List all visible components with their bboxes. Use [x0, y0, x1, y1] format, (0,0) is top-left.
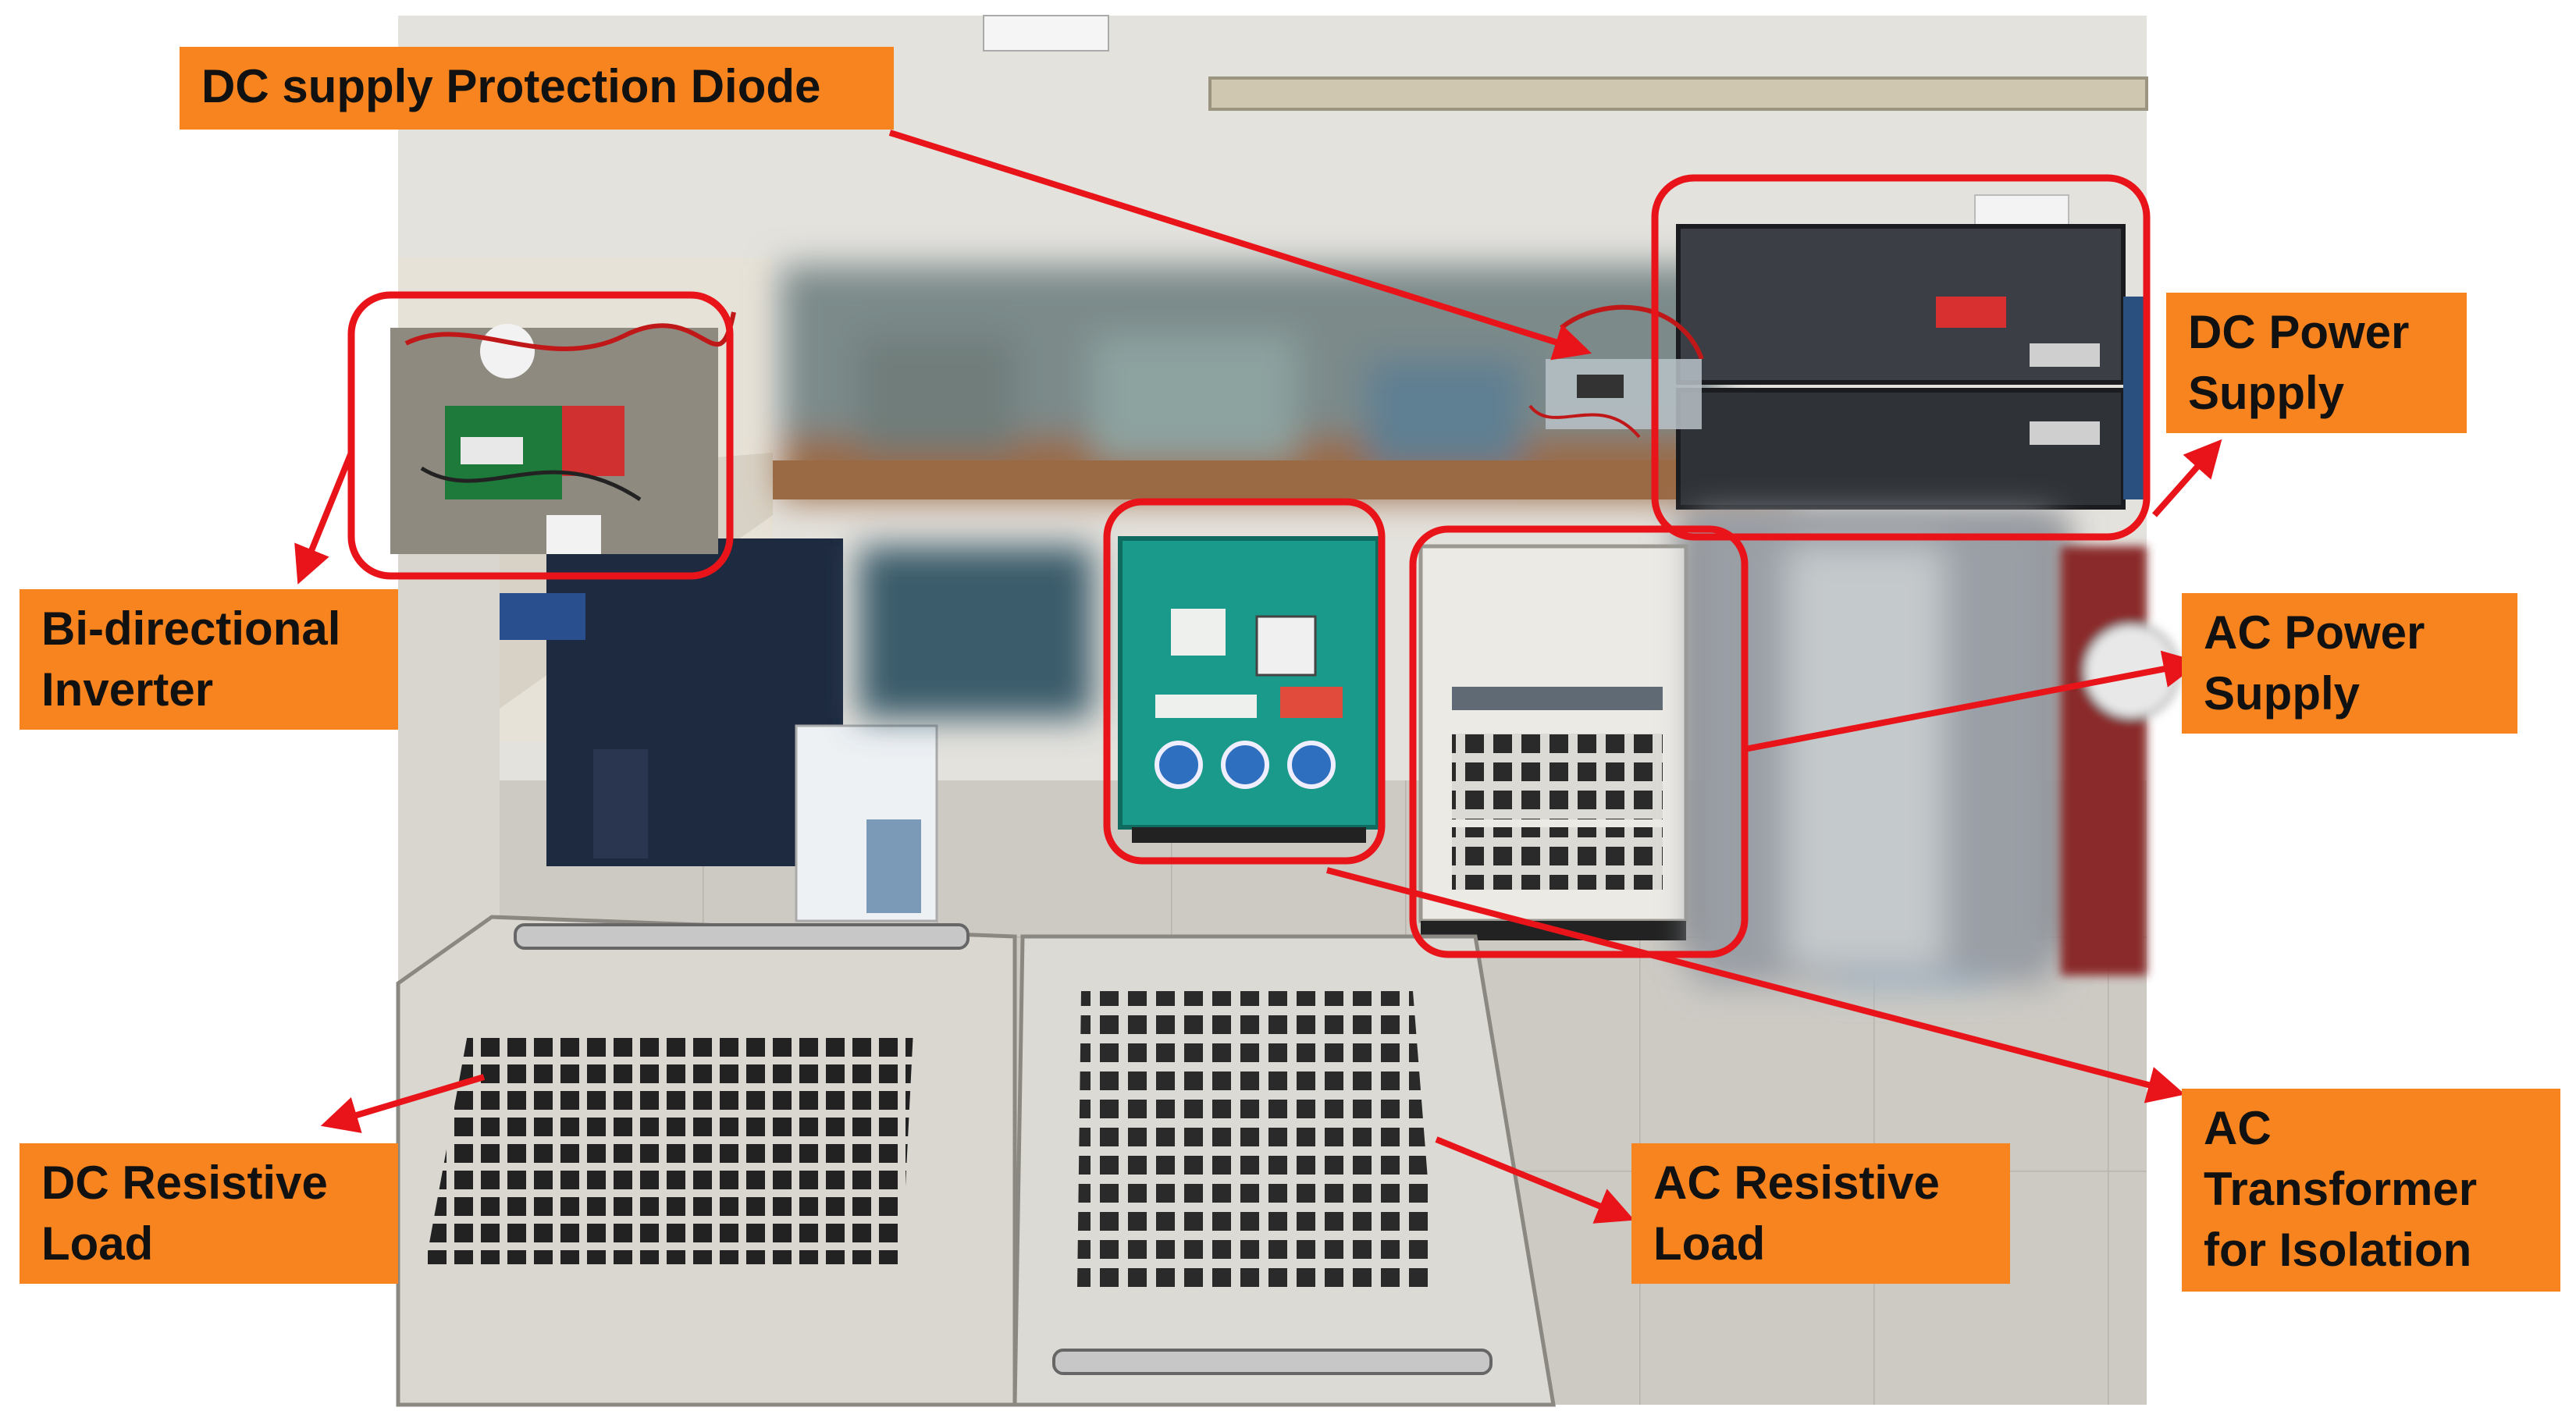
label-dc-resistive-load: DC Resistive Load	[20, 1143, 398, 1284]
arrow-protection-diode	[888, 130, 1592, 361]
dc-supply-highlight-box	[1651, 174, 2151, 541]
label-ac-power-supply: AC Power Supply	[2182, 593, 2517, 734]
isolation-transformer	[1118, 536, 1380, 843]
dc-power-supply-racks	[1560, 224, 2147, 510]
label-ac-resistive-load: AC Resistive Load	[1631, 1143, 2010, 1284]
label-ac-transformer: AC Transformer for Isolation	[2182, 1089, 2560, 1292]
arrow-dc-resistive-load	[320, 1074, 486, 1133]
arrow-bidirectional-inverter	[294, 451, 354, 585]
transformer-highlight-box	[1103, 498, 1386, 865]
ac-power-supply	[1418, 544, 1688, 940]
label-protection-diode: DC supply Protection Diode	[180, 47, 894, 130]
arrow-ac-transformer	[1325, 867, 2186, 1103]
right-corner	[2061, 546, 2179, 976]
protection-diode-board	[1528, 359, 1702, 439]
inverter-board	[390, 311, 736, 640]
arrow-ac-resistive-load	[1435, 1136, 1635, 1224]
ac-resistive-load	[1012, 934, 1556, 1407]
wall-rail	[1208, 76, 2148, 111]
dc-resistive-load	[396, 915, 1017, 1407]
inverter-highlight-box	[347, 291, 734, 580]
arrow-dc-power-supply	[2152, 439, 2222, 517]
label-dc-power-supply: DC Power Supply	[2166, 293, 2467, 433]
ac-supply-highlight-box	[1409, 525, 1749, 958]
wall-notice	[983, 15, 1109, 52]
arrow-ac-power-supply	[1744, 650, 2201, 752]
label-bidirectional-inverter: Bi-directional Inverter	[20, 589, 398, 730]
